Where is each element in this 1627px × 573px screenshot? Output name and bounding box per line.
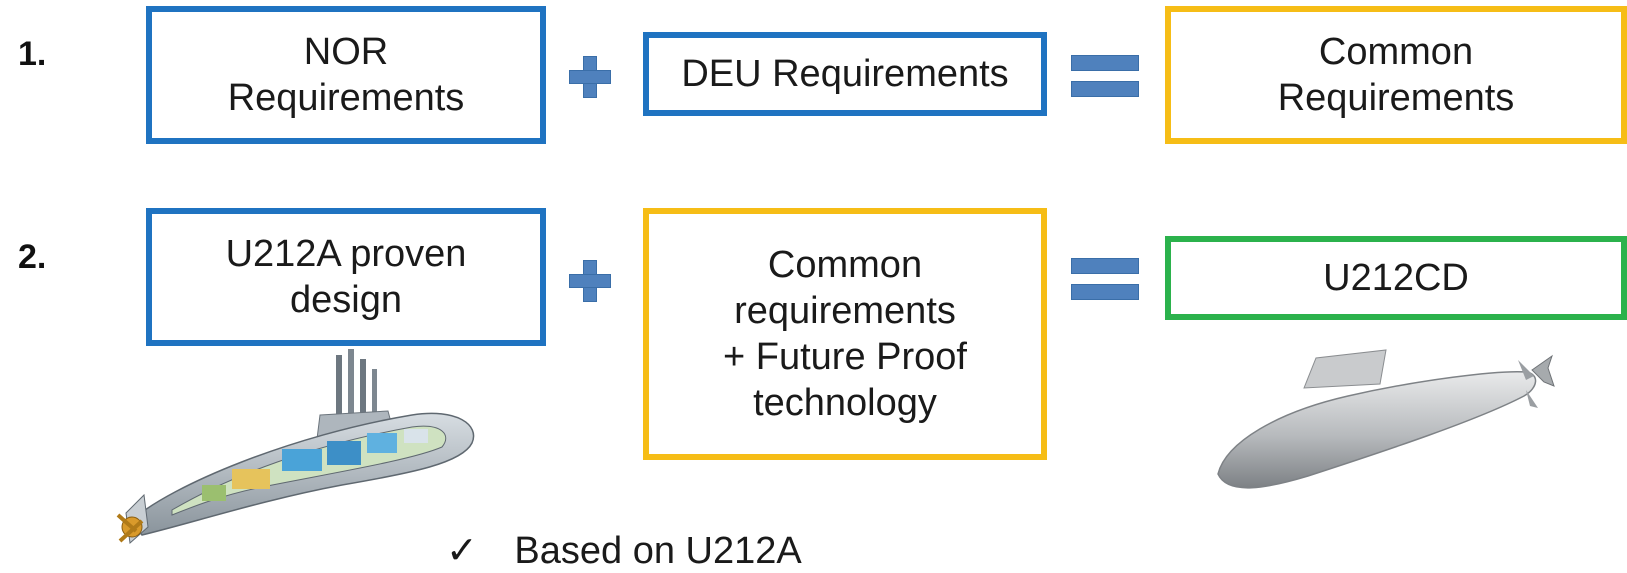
step-number-2: 2.	[18, 238, 47, 276]
common-requirements-box: Common Requirements	[1165, 6, 1627, 144]
submarine-cutaway-illustration	[116, 349, 475, 544]
step-number-1: 1.	[18, 35, 47, 73]
plus-icon	[569, 56, 611, 98]
u212a-design-box: U212A proven design	[146, 208, 546, 346]
deu-requirements-box: DEU Requirements	[643, 32, 1047, 116]
plus-icon	[569, 260, 611, 302]
checkmark-icon: ✓	[446, 530, 478, 572]
submarine-render-illustration	[1217, 349, 1555, 489]
equals-icon	[1071, 258, 1139, 300]
equals-icon	[1071, 55, 1139, 97]
bottom-note-text: Based on U212A	[514, 530, 802, 572]
nor-requirements-box: NOR Requirements	[146, 6, 546, 144]
common-future-proof-box: Common requirements + Future Proof techn…	[643, 208, 1047, 460]
u212cd-box: U212CD	[1165, 236, 1627, 320]
bottom-note: ✓ Based on U212A	[446, 528, 802, 573]
